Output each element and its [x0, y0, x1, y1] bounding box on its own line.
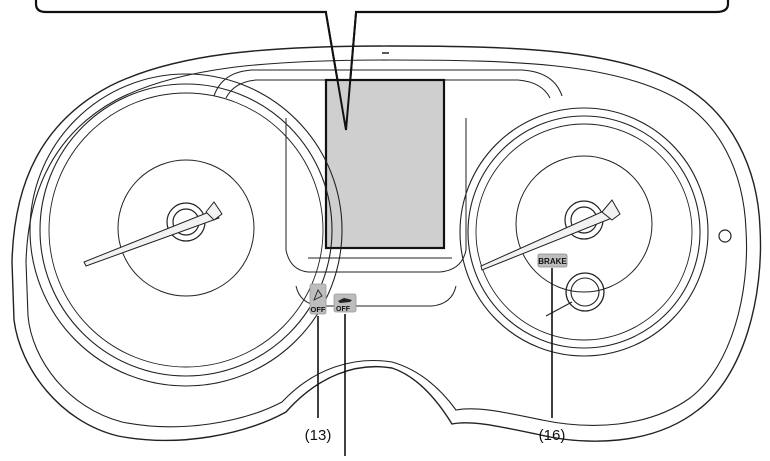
brake-indicator: BRAKE [537, 253, 568, 268]
fuel-sub-gauge [565, 272, 605, 312]
left-gauge [29, 73, 343, 387]
top-callout-pointer [325, 12, 357, 131]
right-gauge [459, 107, 709, 357]
eyesight-off-text: OFF [311, 305, 326, 314]
callout-label-13: (13) [305, 427, 332, 444]
callout-label-16: (16) [539, 427, 566, 444]
cluster-outer-housing [11, 45, 762, 442]
multi-info-display [324, 78, 446, 250]
cluster-inner-housing [25, 59, 748, 428]
lower-recess [295, 285, 457, 307]
trip-knob [718, 229, 732, 243]
eyesight-off-indicator: OFF [309, 283, 327, 315]
traction-off-indicator: OFF [333, 293, 357, 313]
display-hood [213, 69, 563, 97]
traction-off-text: OFF [336, 306, 351, 313]
brake-text: BRAKE [538, 257, 567, 266]
left-needle [83, 209, 220, 267]
